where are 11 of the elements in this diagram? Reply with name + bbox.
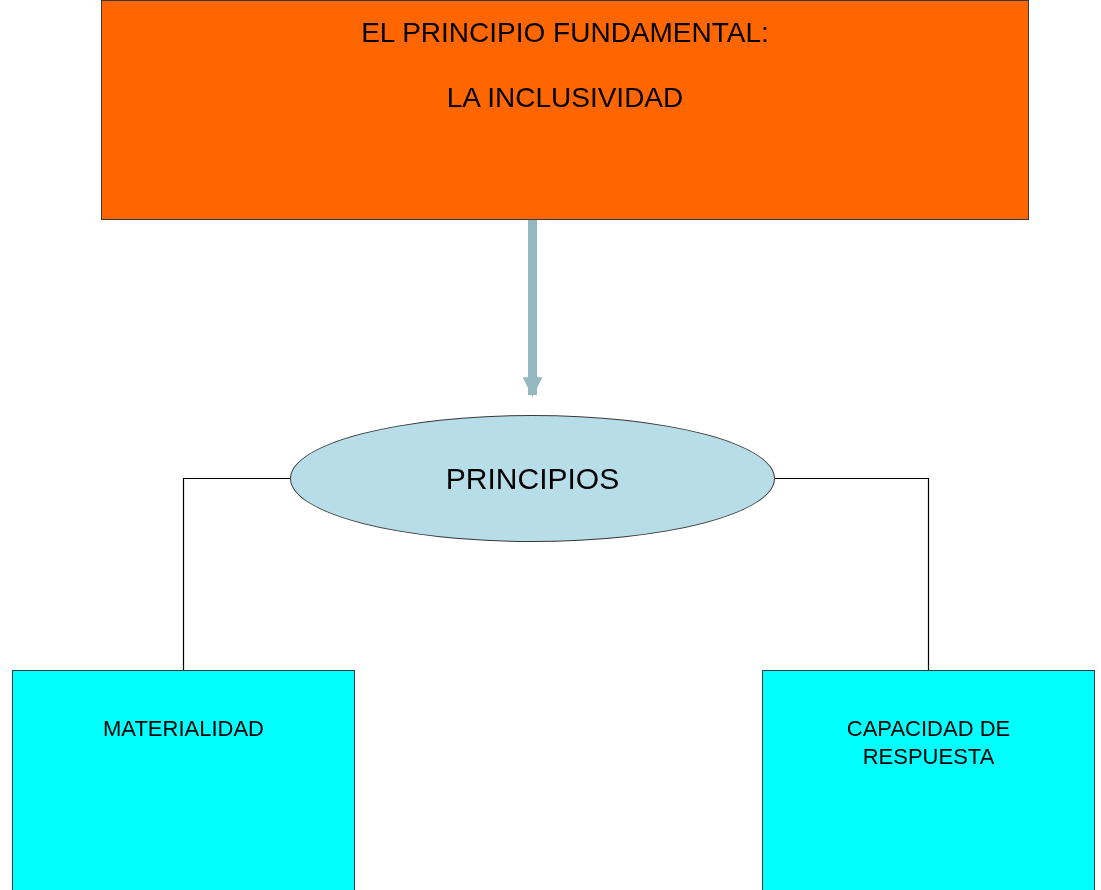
node-label: PRINCIPIOS: [445, 460, 620, 497]
principle-box: [12, 670, 355, 890]
principle-box: [762, 670, 1095, 890]
node-label: LA INCLUSIVIDAD: [446, 81, 684, 115]
connector-line: [774, 477, 930, 671]
node-label: CAPACIDAD DE RESPUESTA: [845, 715, 1012, 770]
connector-line: [182, 477, 291, 671]
title-box: [101, 0, 1029, 220]
node-label: EL PRINCIPIO FUNDAMENTAL:: [361, 16, 769, 50]
node-label: MATERIALIDAD: [103, 715, 264, 743]
thick-arrow: [522, 220, 543, 397]
